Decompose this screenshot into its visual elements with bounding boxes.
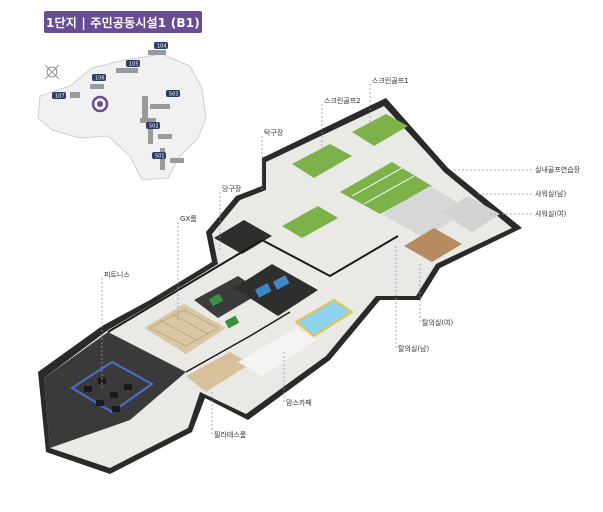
room-label-locker-m: 탈의실(남)	[398, 345, 430, 353]
room-label-shower-f: 샤워실(여)	[535, 210, 567, 218]
room-label-moms-cafe: 맘스카페	[286, 399, 312, 407]
room-label-gx-room: GX룸	[180, 215, 197, 223]
room-label-screen-golf-2: 스크린골프2	[324, 97, 361, 105]
building-503	[166, 90, 180, 97]
building-label: 107	[55, 94, 65, 100]
room-label-locker-f: 탈의실(여)	[422, 319, 454, 327]
building-105	[126, 60, 140, 67]
room-label-pilates: 필라테스룸	[214, 431, 247, 439]
north-arrow-icon	[44, 64, 60, 80]
building-501	[152, 152, 166, 159]
room-label-billiards: 당구장	[222, 185, 242, 193]
building-label: 502	[149, 124, 159, 130]
building-107	[52, 92, 66, 99]
building-label: 105	[129, 62, 139, 68]
page-title: 1단지 | 주민공동시설1 (B1)	[44, 11, 202, 33]
building-label: 104	[157, 44, 167, 50]
site-minimap: 104 105 106 107 503 502 501	[37, 42, 207, 181]
building-104	[154, 42, 168, 49]
location-marker-icon	[91, 95, 109, 113]
building-label: 503	[169, 92, 179, 98]
room-label-indoor-golf: 실내골프연습장	[535, 166, 581, 174]
room-label-screen-golf-1: 스크린골프1	[372, 77, 409, 85]
building-label: 106	[95, 76, 105, 82]
room-label-shower-m: 샤워실(남)	[535, 190, 567, 198]
building-106	[92, 74, 106, 81]
room-label-table-tennis: 탁구장	[264, 129, 284, 137]
room-label-fitness: 피트니스	[104, 271, 130, 279]
building-502	[146, 122, 160, 129]
building-label: 501	[155, 154, 165, 160]
